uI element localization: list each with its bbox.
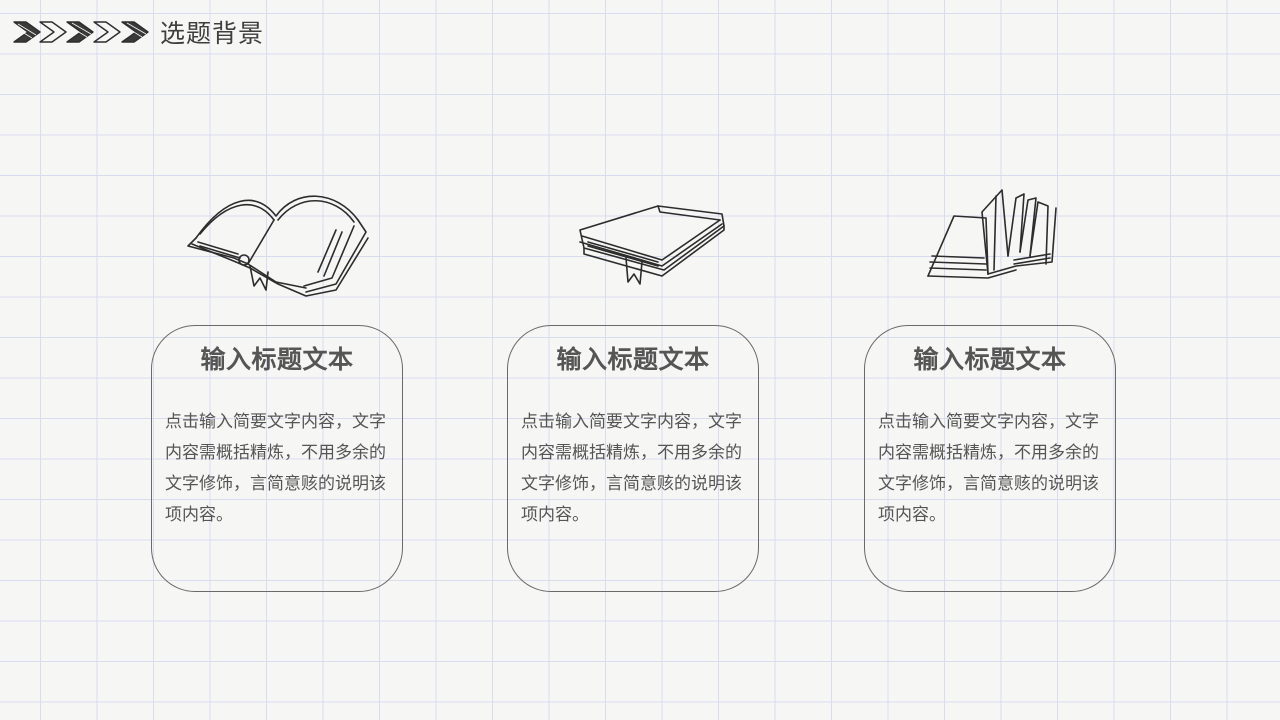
- chevron-arrows-icon: [13, 21, 149, 43]
- card-title: 输入标题文本: [200, 345, 354, 374]
- slide-header: 选题背景: [12, 14, 264, 50]
- page-title: 选题背景: [160, 19, 265, 48]
- closed-book-icon: [579, 205, 725, 285]
- content-card: 输入标题文本 点击输入简要文字内容，文字内容需概括精炼，不用多余的文字修饰，言简…: [864, 325, 1116, 592]
- card-body: 点击输入简要文字内容，文字内容需概括精炼，不用多余的文字修饰，言简意赅的说明该项…: [521, 412, 742, 525]
- card-title: 输入标题文本: [913, 345, 1067, 374]
- card-title: 输入标题文本: [556, 345, 710, 374]
- content-card: 输入标题文本 点击输入简要文字内容，文字内容需概括精炼，不用多余的文字修饰，言简…: [151, 325, 403, 592]
- card-body: 点击输入简要文字内容，文字内容需概括精炼，不用多余的文字修饰，言简意赅的说明该项…: [165, 412, 386, 525]
- card-body: 点击输入简要文字内容，文字内容需概括精炼，不用多余的文字修饰，言简意赅的说明该项…: [878, 412, 1099, 525]
- open-book-icon: [187, 195, 369, 297]
- flipping-book-icon: [927, 189, 1057, 279]
- content-card: 输入标题文本 点击输入简要文字内容，文字内容需概括精炼，不用多余的文字修饰，言简…: [507, 325, 759, 592]
